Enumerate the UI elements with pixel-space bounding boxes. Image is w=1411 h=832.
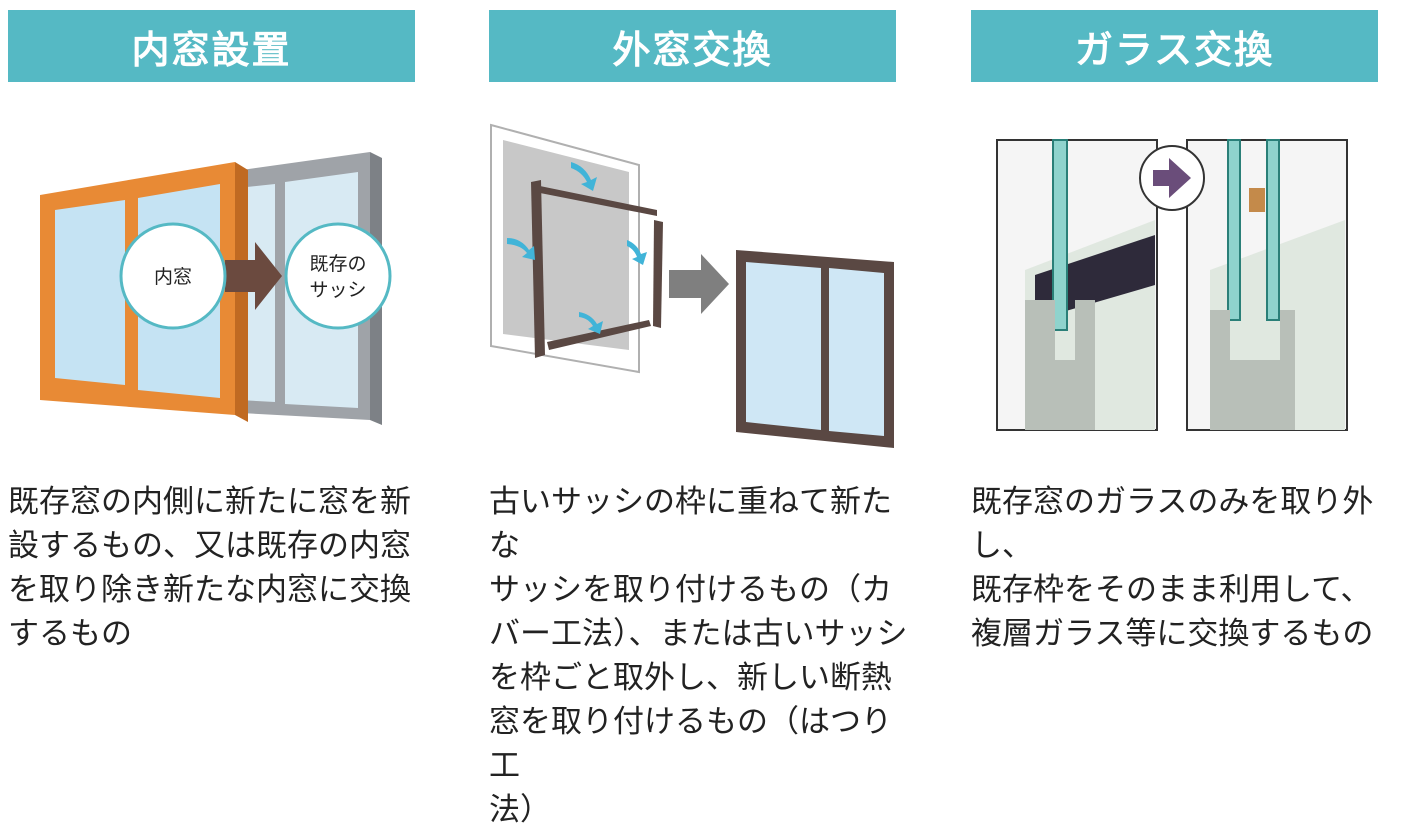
- inner-window-label: 内窓: [154, 266, 192, 288]
- right-arrow-icon: [669, 254, 729, 314]
- install-arrow-icons: [507, 162, 647, 334]
- panel-description: 既存窓のガラスのみを取り外し、 既存枠をそのまま利用して、 複層ガラス等に交換す…: [971, 484, 1374, 652]
- panel-title: 内窓設置: [8, 10, 415, 82]
- panel-description: 既存窓の内側に新たに窓を新 設するもの、又は既存の内窓 を取り除き新たな内窓に交…: [8, 484, 411, 652]
- existing-sash-circle: 既存の サッシ: [284, 222, 392, 330]
- double-glass-section: [1186, 139, 1348, 431]
- outer-window-illustration: [490, 123, 894, 448]
- single-glass-section: [996, 139, 1158, 431]
- existing-sash-label-2: サッシ: [309, 279, 366, 301]
- cover-frame-parts: [531, 180, 663, 358]
- right-arrow-icon: [225, 242, 282, 310]
- new-window: [736, 250, 894, 448]
- existing-sash-label-1: 既存の: [309, 253, 366, 275]
- panel-title: 外窓交換: [489, 10, 896, 82]
- inner-window-illustration: 内窓 既存の サッシ: [40, 152, 392, 425]
- panel-title: ガラス交換: [971, 10, 1378, 82]
- replace-arrow-circle: [1139, 145, 1205, 211]
- glass-replacement-illustration: [996, 139, 1348, 431]
- right-arrow-icon: [1153, 158, 1191, 198]
- panel-description: 古いサッシの枠に重ねて新たな サッシを取り付けるもの（カ バー工法）、または古い…: [489, 484, 908, 828]
- inner-window-circle: 内窓: [119, 222, 227, 330]
